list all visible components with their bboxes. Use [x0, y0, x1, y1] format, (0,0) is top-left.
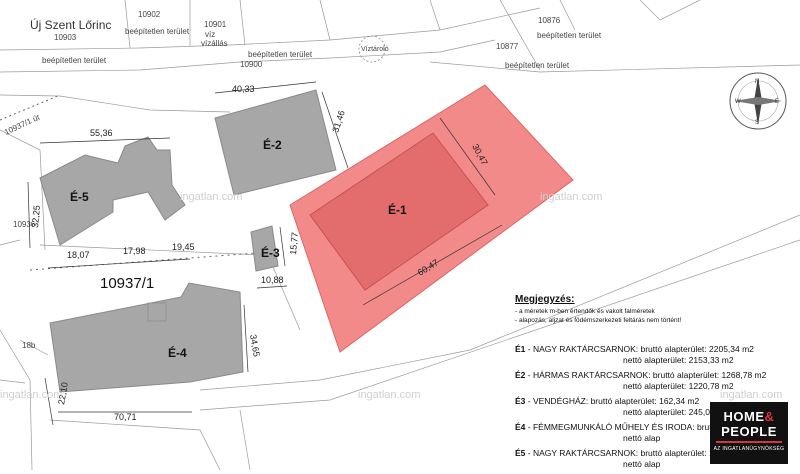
legend-net: nettó alapterület: 1220,78 m2 — [623, 381, 734, 391]
legend-code: É5 — [515, 448, 526, 458]
parcel-10900: 10900 — [240, 60, 263, 69]
legend-gross: : bruttó alapterület: 162,34 m2 — [585, 396, 700, 406]
label-e3: É-3 — [261, 245, 280, 260]
dim-e4-bottom: 70,71 — [114, 412, 137, 422]
legend-net: nettó alap — [623, 433, 661, 443]
legend-gross: : bruttó alapterület: 2205,34 m2 — [635, 344, 754, 354]
label-undeveloped-3: beépítetlen terület — [42, 56, 107, 65]
label-viz: víz — [205, 30, 215, 39]
legend-name: - NAGY RAKTÁRCSARNOK — [525, 448, 636, 458]
parcel-10936: 10936 — [13, 220, 36, 229]
building-e3[interactable] — [250, 225, 279, 272]
parcel-10903: 10903 — [54, 33, 77, 42]
annex-small — [147, 302, 167, 322]
logo-line2: PEOPLE — [721, 424, 777, 439]
home-people-logo[interactable]: HOME& PEOPLE AZ INGATLANÜGYNÖKSÉG — [710, 402, 788, 464]
watermark-1: ingatlan.com — [180, 191, 242, 203]
dim-e4-side: 34,65 — [248, 334, 262, 358]
logo-ampersand: & — [764, 409, 775, 424]
dim-e2-side: 31,46 — [330, 109, 346, 134]
label-undeveloped-2: beépítetlen terület — [248, 50, 313, 59]
label-e4: É-4 — [168, 345, 187, 360]
compass-s: S — [755, 120, 759, 126]
legend-code: É2 — [515, 370, 526, 380]
watermark-2: ingatlan.com — [540, 191, 602, 203]
dim-e5-c: 19,45 — [172, 242, 195, 252]
parcel-road: 10937/1 út — [3, 112, 42, 136]
label-undeveloped-5: beépítetlen terület — [505, 61, 570, 70]
legend-code: É4 — [515, 422, 526, 432]
legend-name: - VENDÉGHÁZ — [525, 396, 586, 406]
legend-item-e1: É1 - NAGY RAKTÁRCSARNOK: bruttó alapterü… — [515, 344, 800, 366]
legend-gross: : bruttó alapterület: 1268,78 m2 — [648, 370, 767, 380]
label-e1: É-1 — [388, 202, 407, 217]
building-e5[interactable] — [39, 136, 186, 246]
dim-e3-side: 15,77 — [288, 232, 300, 255]
watermark-3: ingatlan.com — [0, 389, 62, 401]
notes-item: - a méretek m-ben értendők és vakolt fal… — [515, 308, 655, 315]
logo-divider — [716, 441, 782, 443]
label-e2: É-2 — [263, 137, 282, 152]
watermark-5: ingatlan.com — [720, 389, 782, 401]
legend-net: nettó alap — [623, 459, 661, 469]
label-water-tank: Víztároló — [361, 46, 389, 53]
building-e1[interactable] — [309, 132, 489, 291]
logo-line1: HOME& — [723, 409, 775, 424]
dimension-lines — [27, 81, 503, 426]
main-parcel-number: 10937/1 — [100, 275, 154, 292]
compass-n: N — [755, 79, 759, 85]
water-tank-circle — [358, 35, 386, 63]
compass-w: W — [735, 99, 741, 105]
legend-code: É3 — [515, 396, 526, 406]
legend-code: É1 — [515, 344, 526, 354]
legend-gross: : bruttó alapterület: 1297,75 m — [635, 448, 750, 458]
building-e4[interactable] — [49, 282, 244, 393]
dim-e2-top: 40,33 — [232, 84, 255, 94]
parcel-10902: 10902 — [138, 10, 161, 19]
dim-e5-a: 18,07 — [67, 250, 90, 260]
parcel-10901: 10901 — [204, 20, 227, 29]
legend-item-e5: É5 - NAGY RAKTÁRCSARNOK: bruttó alapterü… — [515, 448, 800, 470]
compass-e: E — [775, 99, 779, 105]
dim-e5-top: 55,36 — [90, 128, 113, 138]
parcel-10877: 10877 — [496, 42, 519, 51]
road-dashed — [29, 251, 271, 271]
watermark-4: ingatlan.com — [358, 389, 420, 401]
legend-net: nettó alapterület: 245,03 m2 — [623, 407, 729, 417]
legend-net: nettó alapterület: 2153,33 m2 — [623, 355, 734, 365]
parcel-18b: 18b — [22, 341, 36, 350]
road-edge — [0, 94, 61, 121]
notes-title: Megjegyzés: — [515, 294, 575, 305]
building-e2[interactable] — [214, 89, 337, 196]
notes-item: - alapozás, aljzat és födémszerkezeti fe… — [515, 317, 682, 324]
legend-name: - NAGY RAKTÁRCSARNOK — [525, 344, 636, 354]
compass-rose-icon: N S E W — [729, 72, 787, 130]
label-undeveloped-1: beépítetlen terület — [125, 27, 190, 36]
legend-item-e3: É3 - VENDÉGHÁZ: bruttó alapterület: 162,… — [515, 396, 800, 418]
label-vizallas: vízállás — [201, 39, 228, 48]
street-name: Új Szent Lőrinc — [30, 17, 111, 32]
dim-e3-bottom: 10,88 — [261, 275, 284, 285]
parcel-10876: 10876 — [538, 16, 561, 25]
logo-tagline: AZ INGATLANÜGYNÖKSÉG — [713, 446, 785, 452]
legend-item-e2: É2 - HÁRMAS RAKTÁRCSARNOK: bruttó alapte… — [515, 370, 800, 392]
dim-e4-left: 22,10 — [56, 381, 70, 405]
building-legend: É1 - NAGY RAKTÁRCSARNOK: bruttó alapterü… — [515, 344, 800, 474]
legend-name: - HÁRMAS RAKTÁRCSARNOK — [525, 370, 649, 380]
notes-block: Megjegyzés: - a méretek m-ben értendők é… — [515, 294, 800, 325]
legend-name: - FÉMMEGMUNKÁLÓ MŰHELY ÉS IRODA — [525, 422, 693, 432]
dim-e5-b: 17,98 — [123, 246, 146, 256]
label-undeveloped-4: beépítetlen terület — [537, 31, 602, 40]
label-e5: É-5 — [70, 189, 89, 204]
dim-e5-side: 32,25 — [30, 205, 42, 228]
